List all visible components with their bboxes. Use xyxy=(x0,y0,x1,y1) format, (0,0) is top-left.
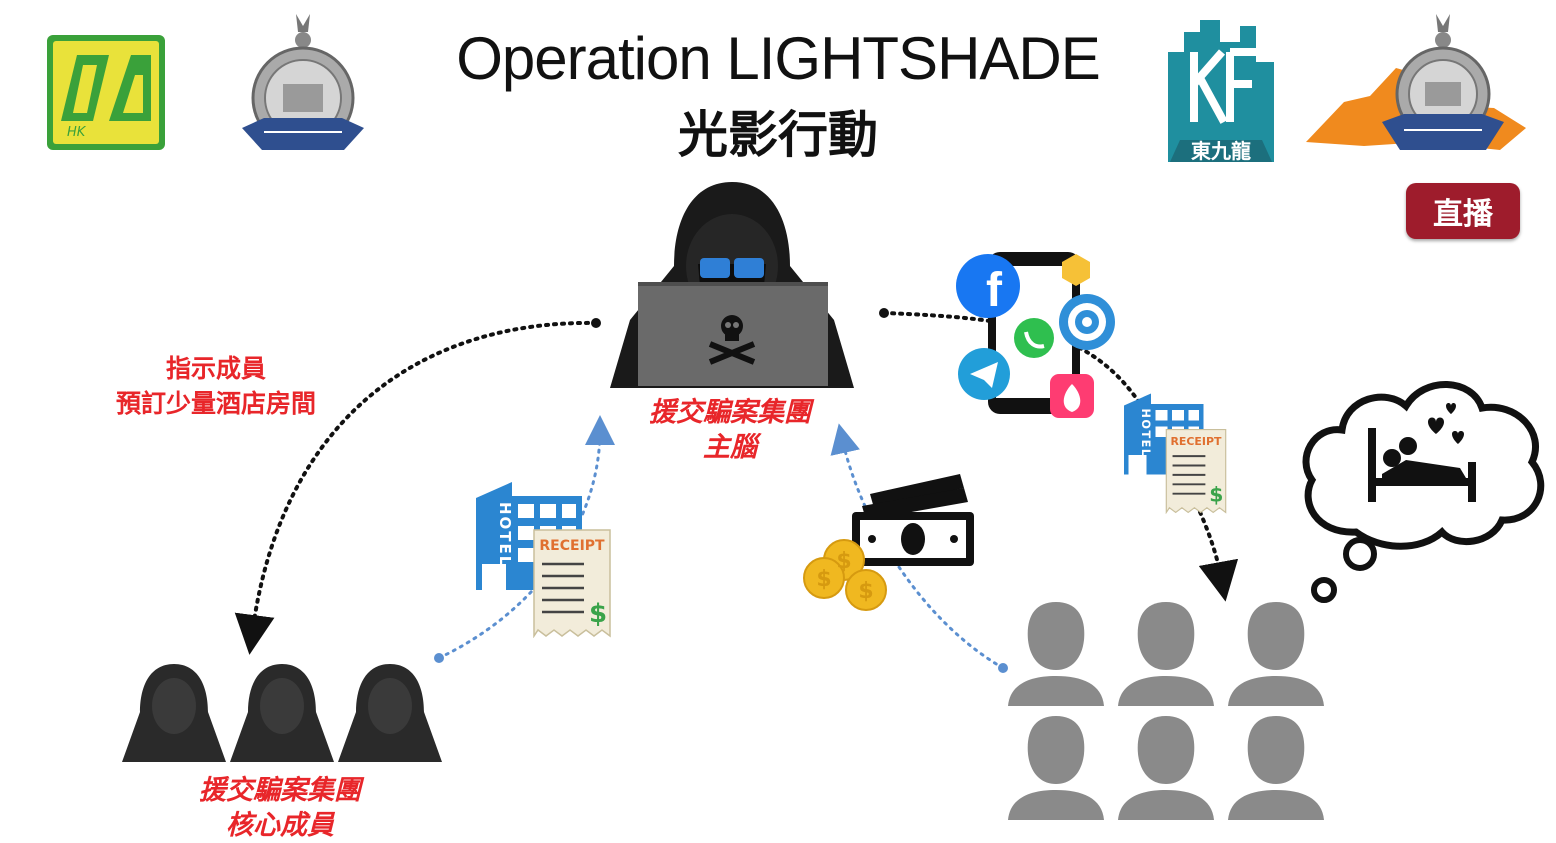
svg-text:$: $ xyxy=(836,549,851,574)
receipt-label-text-right: RECEIPT xyxy=(1171,435,1222,448)
mastermind-label: 援交騙案集團 主腦 xyxy=(610,395,850,465)
east-kowloon-text: 東九龍 xyxy=(1191,139,1251,162)
victims-icon xyxy=(1008,602,1324,820)
title-english: Operation LIGHTSHADE xyxy=(456,25,1101,92)
social-apps-phone-icon: f xyxy=(956,252,1115,418)
svg-text:$: $ xyxy=(816,567,831,592)
thought-bubble-icon xyxy=(1302,381,1545,603)
mastermind-hacker-icon xyxy=(610,182,854,388)
money-icon: $$$ xyxy=(803,474,974,611)
core-members-label: 援交騙案集團 核心成員 xyxy=(160,773,400,843)
west-kowloon-police-crest xyxy=(1306,14,1526,150)
hong-kong-police-crest xyxy=(242,14,364,150)
arrow-victims-to-mastermind xyxy=(830,423,1008,673)
victim-figures xyxy=(1008,602,1324,820)
instruction-line2: 預訂少量酒店房間 xyxy=(115,389,316,418)
arrow-mastermind-to-members xyxy=(234,318,601,655)
core-members-label-line1: 援交騙案集團 xyxy=(199,775,361,806)
core-members-icon xyxy=(122,664,442,762)
arrow-hotel-to-victims xyxy=(1198,510,1239,602)
mastermind-label-line2: 主腦 xyxy=(703,432,757,464)
hk-transport-logo: HK xyxy=(47,35,165,150)
svg-text:$: $ xyxy=(1209,482,1223,506)
svg-text:$: $ xyxy=(589,599,607,629)
mastermind-label-line1: 援交騙案集團 xyxy=(649,397,811,428)
core-members-label-line2: 核心成員 xyxy=(226,810,334,842)
instruction-line1: 指示成員 xyxy=(165,354,266,383)
svg-text:HK: HK xyxy=(67,125,87,140)
slide: HK Operation LIGHTSHADE 光影行動 東九龍 直播 xyxy=(47,14,1545,841)
instruction-label: 指示成員 預訂少量酒店房間 xyxy=(85,351,347,421)
receipt-label-text: RECEIPT xyxy=(539,538,605,554)
hotel-sign-text-right: HOTEL xyxy=(1139,409,1152,458)
title-chinese: 光影行動 xyxy=(678,106,878,164)
receipt-icon: RECEIPT $ xyxy=(533,529,611,638)
hotel-sign-text: HOTEL xyxy=(496,502,514,567)
east-kowloon-logo: 東九龍 xyxy=(1168,20,1274,162)
svg-text:f: f xyxy=(986,264,1003,317)
receipt-icon-right: RECEIPT $ xyxy=(1165,428,1227,514)
live-badge: 直播 xyxy=(1406,183,1520,239)
svg-text:$: $ xyxy=(858,579,873,604)
arrow-members-to-mastermind xyxy=(434,415,615,663)
